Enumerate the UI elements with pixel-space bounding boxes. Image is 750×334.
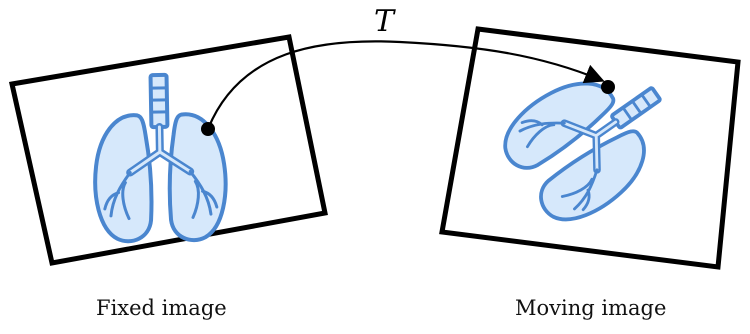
moving-image-panel xyxy=(439,26,741,270)
transform-label: T xyxy=(374,4,395,39)
moving-image-caption: Moving image xyxy=(515,296,667,320)
fixed-image-caption: Fixed image xyxy=(96,296,227,320)
transform-arrow xyxy=(206,40,605,130)
target-point xyxy=(601,80,615,94)
fixed-image-panel xyxy=(8,34,328,266)
moving-image-frame xyxy=(439,26,741,270)
fixed-image-frame xyxy=(8,34,328,266)
source-point xyxy=(201,122,215,136)
